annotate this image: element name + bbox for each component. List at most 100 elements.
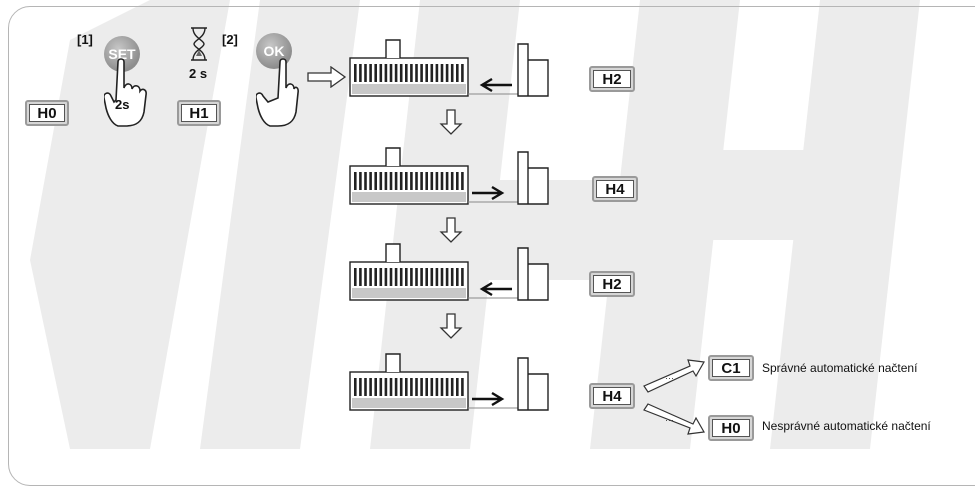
gate-tooth: [445, 64, 449, 82]
result-arrows: ··· ···: [643, 359, 705, 435]
gate-tooth: [389, 64, 393, 82]
gate-tooth: [399, 172, 403, 190]
gate-tooth: [415, 172, 418, 190]
code-result-ok: C1: [708, 355, 754, 381]
motor-unit: [385, 353, 401, 372]
gate-tooth: [364, 64, 367, 82]
gate-post: [517, 151, 549, 205]
code-row1: H2: [589, 66, 635, 92]
gate-sequence: [349, 39, 549, 411]
gate-tooth: [359, 378, 362, 396]
gate-tooth: [440, 378, 444, 396]
finger-press-icon: [104, 58, 147, 127]
arrow-right-icon: [307, 66, 347, 88]
gate-tooth: [425, 64, 428, 82]
gate-tooth: [405, 378, 408, 396]
code-row3: H2: [589, 271, 635, 297]
gate-tooth: [445, 172, 449, 190]
gate-tooth: [456, 172, 459, 190]
gate-tooth: [430, 64, 434, 82]
gate-tooth: [430, 172, 434, 190]
gate-panel-base: [352, 288, 466, 298]
gate-tooth: [461, 378, 464, 396]
gate-tooth: [394, 268, 398, 286]
gate-tooth: [394, 172, 398, 190]
gate-tooth: [384, 64, 388, 82]
gate-tooth: [379, 64, 383, 82]
gate-tooth: [461, 64, 464, 82]
note-success: Správné automatické načtení: [762, 361, 918, 375]
arrow-right-icon: [472, 391, 505, 407]
gate-tooth: [440, 172, 444, 190]
gate-tooth: [384, 268, 388, 286]
gate-tooth: [450, 64, 454, 82]
gate-tooth: [435, 64, 439, 82]
gate-tooth: [399, 378, 403, 396]
step1-label: [1]: [77, 32, 93, 47]
gate-tooth: [405, 268, 408, 286]
arrow-down-icon: [439, 313, 463, 339]
gate-tooth: [379, 378, 383, 396]
gate-tooth: [354, 172, 357, 190]
gate-tooth: [430, 378, 434, 396]
gate-tooth: [364, 172, 367, 190]
gate-tooth: [394, 64, 398, 82]
gate-tooth: [425, 268, 428, 286]
gate-tooth: [445, 268, 449, 286]
gate-tooth: [435, 378, 439, 396]
gate-tooth: [374, 64, 377, 82]
gate-tooth: [435, 172, 439, 190]
gate-tooth: [364, 268, 367, 286]
arrow-left-icon: [479, 281, 512, 297]
arrow-down-icon: [439, 217, 463, 243]
gate-tooth: [384, 172, 388, 190]
gate-row-3: [349, 243, 549, 301]
gate-tooth: [461, 172, 464, 190]
hourglass-icon: [191, 27, 207, 61]
gate-tooth: [384, 378, 388, 396]
gate-tooth: [369, 64, 372, 82]
code-row2: H4: [592, 176, 638, 202]
code-result-fail: H0: [708, 415, 754, 441]
gate-panel-base: [352, 192, 466, 202]
gate-tooth: [359, 64, 362, 82]
gate-tooth: [456, 64, 459, 82]
finger-press-icon-2: [256, 58, 299, 127]
wait-2s-label: 2 s: [189, 66, 208, 81]
gate-row-4: [349, 353, 549, 411]
arrow-left-icon: [479, 77, 512, 93]
gate-tooth: [379, 172, 383, 190]
gate-tooth: [415, 64, 418, 82]
gate-tooth: [369, 172, 372, 190]
gate-tooth: [450, 268, 454, 286]
gate-tooth: [415, 378, 418, 396]
note-failure: Nesprávné automatické načtení: [762, 419, 931, 433]
gate-panel-base: [352, 398, 466, 408]
gate-tooth: [420, 64, 423, 82]
gate-tooth: [445, 378, 449, 396]
gate-tooth: [420, 268, 423, 286]
code-h1: H1: [177, 100, 221, 126]
gate-tooth: [420, 378, 423, 396]
gate-row-2: [349, 147, 549, 205]
svg-text:···: ···: [665, 415, 674, 425]
gate-post: [517, 43, 549, 97]
gate-tooth: [440, 64, 444, 82]
gate-tooth: [394, 378, 398, 396]
gate-tooth: [456, 268, 459, 286]
gate-tooth: [374, 172, 377, 190]
gate-tooth: [399, 268, 403, 286]
gate-tooth: [456, 378, 459, 396]
gate-post: [517, 357, 549, 411]
gate-tooth: [415, 268, 418, 286]
gate-tooth: [405, 64, 408, 82]
arrow-down-icon: [439, 109, 463, 135]
svg-text:···: ···: [665, 373, 674, 383]
gate-tooth: [440, 268, 444, 286]
gate-tooth: [420, 172, 423, 190]
gate-tooth: [405, 172, 408, 190]
gate-tooth: [410, 64, 413, 82]
gate-tooth: [425, 172, 428, 190]
gate-tooth: [461, 268, 464, 286]
gate-tooth: [450, 172, 454, 190]
